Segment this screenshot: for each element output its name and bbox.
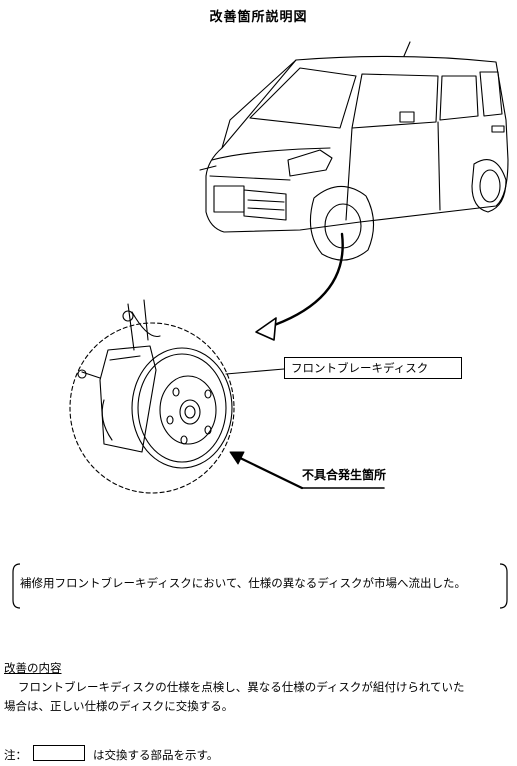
improvement-heading: 改善の内容: [4, 661, 62, 675]
brake-disc-drawing: [77, 299, 233, 469]
summary-brackets: [12, 563, 508, 609]
brake-highlight-circle: [69, 322, 235, 494]
note-label: 注：: [4, 748, 27, 762]
vehicle-illustration: [69, 41, 509, 494]
vehicle-drawing: [199, 41, 509, 261]
detail-arrow: [264, 232, 344, 330]
improvement-text-line: 場合は、正しい仕様のディスクに交換する。: [4, 699, 234, 713]
defect-callout-label: 不具合発生箇所: [302, 468, 387, 482]
improvement-text-line: フロントブレーキディスクの仕様を点検し、異なる仕様のディスクが組付けられていた: [18, 680, 465, 694]
part-callout-box: フロントブレーキディスク: [284, 357, 462, 379]
note-text: は交換する部品を示す。: [93, 748, 219, 762]
page-title: 改善箇所説明図: [209, 10, 308, 25]
defect-summary: 補修用フロントブレーキディスクにおいて、仕様の異なるディスクが市場へ流出した。: [20, 576, 466, 590]
note-legend-box: [33, 745, 85, 761]
